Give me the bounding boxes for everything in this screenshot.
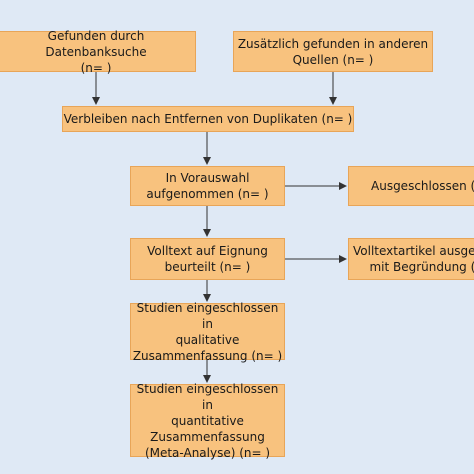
- box-database-search-text: Gefunden durch Datenbanksuche (n= ): [45, 28, 147, 75]
- box-qualitative-synthesis: Studien eingeschlossen in qualitative Zu…: [130, 301, 285, 363]
- box-preselection: In Vorauswahl aufgenommen (n= ): [130, 166, 285, 206]
- box-excluded: Ausgeschlossen (n: [348, 166, 474, 206]
- box-fulltext-excluded-text: Volltextartikel ausgeschl mit Begründung…: [353, 244, 474, 274]
- box-qualitative-synthesis-text: Studien eingeschlossen in qualitative Zu…: [132, 300, 283, 363]
- box-fulltext-assessed: Volltext auf Eignung beurteilt (n= ): [130, 238, 285, 280]
- box-quantitative-synthesis-text: Studien eingeschlossen in quantitative Z…: [136, 381, 279, 460]
- box-preselection-text: In Vorauswahl aufgenommen (n= ): [146, 171, 269, 201]
- box-fulltext-excluded: Volltextartikel ausgeschl mit Begründung…: [348, 238, 474, 280]
- box-excluded-text: Ausgeschlossen (n: [371, 179, 474, 193]
- box-after-duplicates-text: Verbleiben nach Entfernen von Duplikaten…: [63, 112, 353, 126]
- box-fulltext-assessed-text: Volltext auf Eignung beurteilt (n= ): [147, 244, 268, 274]
- box-other-sources-text: Zusätzlich gefunden in anderen Quellen (…: [237, 36, 429, 67]
- box-quantitative-synthesis: Studien eingeschlossen in quantitative Z…: [130, 382, 285, 460]
- box-after-duplicates: Verbleiben nach Entfernen von Duplikaten…: [62, 106, 354, 132]
- box-database-search: Gefunden durch Datenbanksuche (n= ): [0, 29, 196, 75]
- box-other-sources: Zusätzlich gefunden in anderen Quellen (…: [233, 31, 433, 72]
